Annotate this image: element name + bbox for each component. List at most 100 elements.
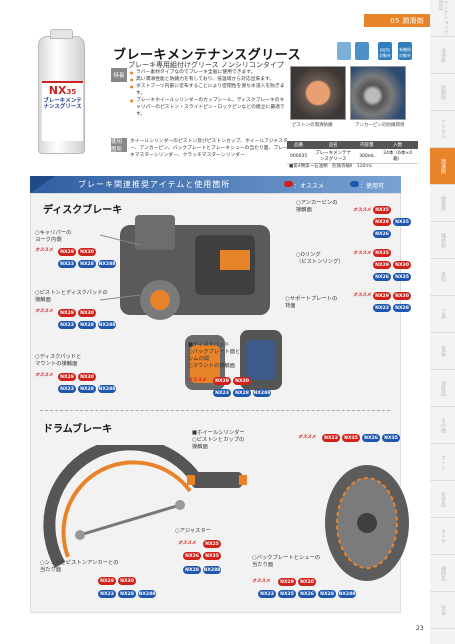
feature-item: 高い潤滑性能と防錆力を有しており、低温域から対応出来ます。 <box>130 77 288 84</box>
disc-note-anchor: ○アンカーピンの 接触面 <box>296 200 338 213</box>
side-tab[interactable]: 塗料 <box>430 259 455 296</box>
disc-note-oring: ○Oリング （ピストンリング） <box>296 252 344 265</box>
osusume-mark: オススメ <box>35 248 53 253</box>
pill-nx23: NX23 <box>373 304 391 312</box>
pill-nx30: NX30 <box>393 261 411 269</box>
disc-note-support-plate: ○サポートプレートの 背面 <box>285 296 338 309</box>
pill-nx23: NX23 <box>322 434 340 442</box>
disc-brake-illustration <box>100 215 270 320</box>
pill-nx35: NX35 <box>203 552 221 560</box>
drum-shoe-illustration <box>43 445 206 568</box>
section-bar-title: ブレーキ関連推奨アイテムと使用箇所 <box>78 180 231 189</box>
can-label: NX35 ブレーキメンテナンスグリース <box>42 81 83 141</box>
spec-table: 品番 品名 内容量 入数 000035 ブレーキメンテナンスグリース 300mL… <box>287 141 418 164</box>
side-tab[interactable]: ワークショップ用品 <box>430 0 455 37</box>
side-tab[interactable]: 電装 <box>430 333 455 370</box>
section-divider <box>40 410 390 411</box>
side-tab[interactable]: ケミカル <box>430 111 455 148</box>
pill-nx29: NX29 <box>58 373 76 381</box>
product-can-image: NX35 ブレーキメンテナンスグリース <box>38 29 85 154</box>
side-tab[interactable]: 補修剤 <box>430 222 455 259</box>
pill-nx35: NX35 <box>393 218 411 226</box>
spec-cell: ブレーキメンテナンスグリース <box>310 149 357 164</box>
pill-nx28: NX28 <box>183 566 201 574</box>
spec-cell: 300mL <box>356 149 378 164</box>
pill-nx28: NX28 <box>318 590 336 598</box>
can-name: ブレーキメンテナンスグリース <box>43 98 82 111</box>
side-tab[interactable]: 接着剤 <box>430 185 455 222</box>
category-header: 05 潤滑剤 <box>364 14 430 27</box>
pill-nx288: NX288 <box>138 590 156 598</box>
pill-nx288: NX288 <box>98 385 116 393</box>
side-tab[interactable]: 化学品 <box>430 481 455 518</box>
side-tab[interactable]: 消耗品 <box>430 370 455 407</box>
wheel-cylinder-illustration <box>187 472 247 488</box>
pill-nx35: NX35 <box>393 273 411 281</box>
pill-nx23: NX23 <box>58 385 76 393</box>
side-tab[interactable]: 洗浄剤 <box>430 37 455 74</box>
disc-note-pad: ■ディスクパッド ○バックプレート面と シムの間 ○マウントの接触面 <box>188 342 241 369</box>
pill-nx23: NX23 <box>258 590 276 598</box>
photo-caption-right: アンカーピンの防錆潤滑 <box>355 123 405 128</box>
drum-note-shoe-anchor: ○シューとピストンアンカーとの 当たり面 <box>40 560 119 573</box>
photo-piston <box>290 66 346 120</box>
page-number: 23 <box>416 625 424 632</box>
disc-note-yoke: ○キャリパーの ヨーク内側 <box>35 230 72 243</box>
side-tab[interactable]: オイル <box>430 444 455 481</box>
disc-note-pad-mount: ○ディスクパッドと マウントの接触面 <box>35 354 82 367</box>
badge-organic: 有機則対象外 <box>398 42 412 60</box>
can-logo: NX35 <box>48 84 77 97</box>
can-cap <box>50 29 73 39</box>
legend-red-dot <box>284 181 293 187</box>
osusume-mark: オススメ <box>353 251 371 256</box>
pill-nx29: NX29 <box>58 309 76 317</box>
side-tab[interactable]: 潤滑剤 <box>430 148 455 185</box>
legend-blue-label: ：使用可 <box>360 183 385 190</box>
photo-caption-left: ピストンの潤滑防錆 <box>292 123 333 128</box>
side-tab[interactable]: その他 <box>430 407 455 444</box>
spec-header: 品名 <box>310 141 357 149</box>
pill-nx35: NX35 <box>373 206 391 214</box>
pill-nx35: NX35 <box>342 434 360 442</box>
side-tab[interactable]: タイヤ <box>430 518 455 555</box>
pill-nx288: NX288 <box>98 321 116 329</box>
spec-cell: 24本（6本×4箱） <box>377 149 418 164</box>
pill-nx29: NX29 <box>373 261 391 269</box>
pill-nx29: NX29 <box>278 578 296 586</box>
osusume-mark: オススメ <box>188 378 206 383</box>
drum-title: ドラムブレーキ <box>43 424 113 435</box>
pill-nx288: NX288 <box>253 389 271 397</box>
legend-blue-dot <box>350 181 359 187</box>
photo-anchor <box>350 66 406 120</box>
pill-nx26: NX26 <box>298 590 316 598</box>
legend-red-label: ：オススメ <box>294 183 325 190</box>
pill-nx26: NX26 <box>362 434 380 442</box>
disc-note-piston: ○ピストンとディスクパッドの 接触面 <box>35 290 108 303</box>
pill-nx30: NX30 <box>298 578 316 586</box>
pill-nx23: NX23 <box>98 590 116 598</box>
osusume-mark: オススメ <box>298 435 316 440</box>
badge-icon-1 <box>337 42 351 60</box>
osusume-mark: オススメ <box>353 208 371 213</box>
spec-cell: 000035 <box>287 149 311 164</box>
disc-pad-illustration <box>185 330 282 390</box>
pill-nx29: NX29 <box>213 377 231 385</box>
spec-header: 内容量 <box>356 141 378 149</box>
usage-text: ホイールシリンダーのピストン及びピストンカップ、ホイールアジャスター、アンカーピ… <box>130 139 288 158</box>
pill-nx29: NX29 <box>58 248 76 256</box>
pill-nx23: NX23 <box>213 389 231 397</box>
drum-note-backplate: ○バックプレートとシューの 当たり面 <box>252 555 321 568</box>
osusume-mark: オススメ <box>252 579 270 584</box>
pill-nx23: NX23 <box>58 321 76 329</box>
drum-note-adjuster: ○アジャスター <box>175 528 211 534</box>
pill-nx30: NX30 <box>393 292 411 300</box>
pill-nx28: NX28 <box>233 389 251 397</box>
side-tab[interactable]: 防錆剤 <box>430 74 455 111</box>
side-tab[interactable]: 工具 <box>430 296 455 333</box>
pill-nx30: NX30 <box>78 309 96 317</box>
side-tab[interactable]: 安全 <box>430 592 455 629</box>
feature-item: ブレーキホイールシリンダーのカップシール、ディスクブレーキのキャリパーのピストン… <box>130 98 288 119</box>
pill-nx35: NX35 <box>373 249 391 257</box>
pill-nx28: NX28 <box>78 260 96 268</box>
side-tab[interactable]: 補助品 <box>430 555 455 592</box>
